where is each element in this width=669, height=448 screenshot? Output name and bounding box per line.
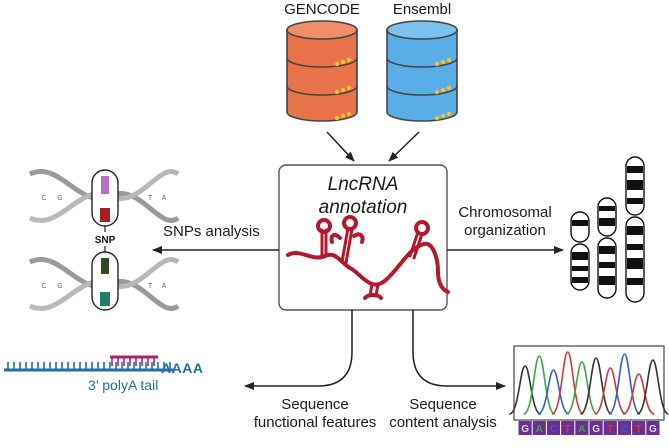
- base-tile: [632, 421, 646, 435]
- snp-base-letter: A: [162, 195, 167, 202]
- snp-base-letter: C: [41, 283, 46, 290]
- snp-text: SNP: [95, 235, 116, 246]
- snp-base-letter: G: [57, 283, 62, 290]
- polya-caption: 3’ polyA tail: [88, 377, 159, 393]
- snps-analysis-label: SNPs analysis: [163, 223, 260, 240]
- chromatogram-peak: [608, 353, 641, 415]
- base-tile: [646, 421, 660, 435]
- base-tile: [532, 421, 546, 435]
- chromatogram-peak: [537, 369, 570, 415]
- base-letter: C: [621, 424, 628, 435]
- base-letter: T: [607, 424, 613, 435]
- chromatogram-peak: [565, 361, 598, 415]
- chromosome-medium: [597, 197, 617, 299]
- polya-tail-text: AAAA: [161, 360, 204, 376]
- gencode-label: GENCODE: [284, 1, 360, 18]
- chromatogram-peak: [551, 351, 585, 415]
- arrow-gencode-to-annotation: [326, 131, 355, 162]
- chromatogram-peak: [523, 355, 556, 415]
- content-analysis-line1: Sequence: [409, 396, 477, 413]
- chromosome-small: [570, 211, 590, 291]
- base-tile: [561, 421, 575, 435]
- chromatogram-peak: [594, 367, 627, 415]
- chromatogram-peak: [636, 359, 669, 415]
- base-letter: T: [565, 424, 571, 435]
- functional-features-line2: functional features: [253, 414, 377, 431]
- base-letter: A: [578, 424, 585, 435]
- snp-dna-icon: SNP C G C T A C G T T A: [28, 169, 180, 311]
- chromosome-icons: [570, 156, 645, 303]
- annotation-title-line2: annotation: [318, 197, 408, 218]
- base-letter: A: [536, 424, 543, 435]
- arrow-ensembl-to-annotation: [388, 131, 420, 162]
- snp-base-letter: T: [148, 195, 153, 202]
- base-letter: C: [550, 424, 557, 435]
- base-tile: [603, 421, 617, 435]
- lncrna-structure-icon: [286, 215, 450, 300]
- chromosomal-label-line2: organization: [464, 222, 546, 239]
- snp-base-letter: C: [41, 195, 46, 202]
- functional-features-line1: Sequence: [281, 396, 349, 413]
- chromatogram-peak: [509, 365, 542, 415]
- snp-base-letter: T: [103, 283, 108, 290]
- polya-tail-icon: [4, 355, 174, 372]
- ensembl-label: Ensembl: [392, 1, 452, 18]
- base-tile: [617, 421, 632, 435]
- snp-base-letter: A: [162, 283, 167, 290]
- annotation-title-line1: LncRNA: [327, 174, 399, 195]
- base-letter: T: [636, 424, 642, 435]
- base-tile: [518, 421, 532, 435]
- base-tile: [546, 421, 561, 435]
- base-tile: [589, 421, 603, 435]
- snp-base-letter: T: [148, 283, 153, 290]
- ensembl-database-icon: [386, 20, 458, 122]
- base-letter: G: [521, 424, 529, 435]
- arrow-to-content-analysis: [412, 310, 506, 390]
- chromosome-large: [625, 156, 645, 303]
- base-tile: [575, 421, 589, 435]
- gencode-database-icon: [286, 20, 358, 122]
- arrow-to-functional-features: [244, 310, 353, 390]
- content-analysis-line2: content analysis: [389, 414, 497, 431]
- snp-base-letter: C: [102, 199, 107, 206]
- base-letter: G: [649, 424, 657, 435]
- chromatogram-peak: [580, 357, 613, 415]
- chromosomal-label-line1: Chromosomal: [458, 204, 552, 221]
- base-letter: G: [592, 424, 600, 435]
- snp-base-letter: G: [57, 195, 62, 202]
- chromatogram-peak: [622, 373, 655, 415]
